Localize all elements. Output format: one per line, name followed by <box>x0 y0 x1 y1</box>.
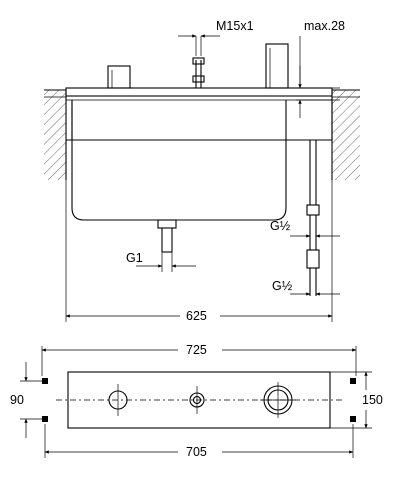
dim-overall-width: 725 <box>41 343 357 376</box>
mount-hole-br <box>350 416 356 422</box>
installation-box <box>71 100 287 221</box>
handle-left <box>107 65 131 89</box>
label-inner-width: 705 <box>186 445 207 459</box>
label-overall-width: 725 <box>186 343 207 357</box>
dim-width: 625 <box>65 180 333 323</box>
label-width: 625 <box>186 309 207 323</box>
supply-pipe <box>192 57 205 88</box>
outlet-connection <box>157 219 177 253</box>
label-thread: M15x1 <box>216 19 254 33</box>
dim-hose-lower: G½ <box>272 279 340 296</box>
dim-max: max.28 <box>296 19 345 118</box>
dim-hose-upper: G½ <box>270 219 340 238</box>
dim-height: 150 <box>330 371 383 429</box>
dim-outlet: G1 <box>126 251 196 272</box>
handle-right <box>265 43 289 89</box>
wall-right-hatch <box>332 90 360 180</box>
mount-hole-bl <box>42 416 48 422</box>
top-view: M15x1 max.28 G1 G½ G½ <box>44 19 360 323</box>
label-height: 150 <box>362 393 383 407</box>
wall-left-hatch <box>44 90 66 180</box>
dim-thread: M15x1 <box>178 19 254 56</box>
label-hose-lower: G½ <box>272 279 293 293</box>
label-outlet: G1 <box>126 251 143 265</box>
label-hose-upper: G½ <box>270 219 291 233</box>
dim-hole-spacing: 90 <box>10 362 42 438</box>
hose-assembly <box>306 140 320 296</box>
mounting-plate <box>65 87 333 97</box>
plate-outline <box>67 371 331 429</box>
label-hole-spacing: 90 <box>10 393 24 407</box>
label-max: max.28 <box>304 19 345 33</box>
mount-hole-tr <box>350 378 356 384</box>
bottom-view: 725 705 90 150 <box>10 343 383 459</box>
mount-hole-tl <box>42 378 48 384</box>
dim-inner-width: 705 <box>44 424 354 459</box>
